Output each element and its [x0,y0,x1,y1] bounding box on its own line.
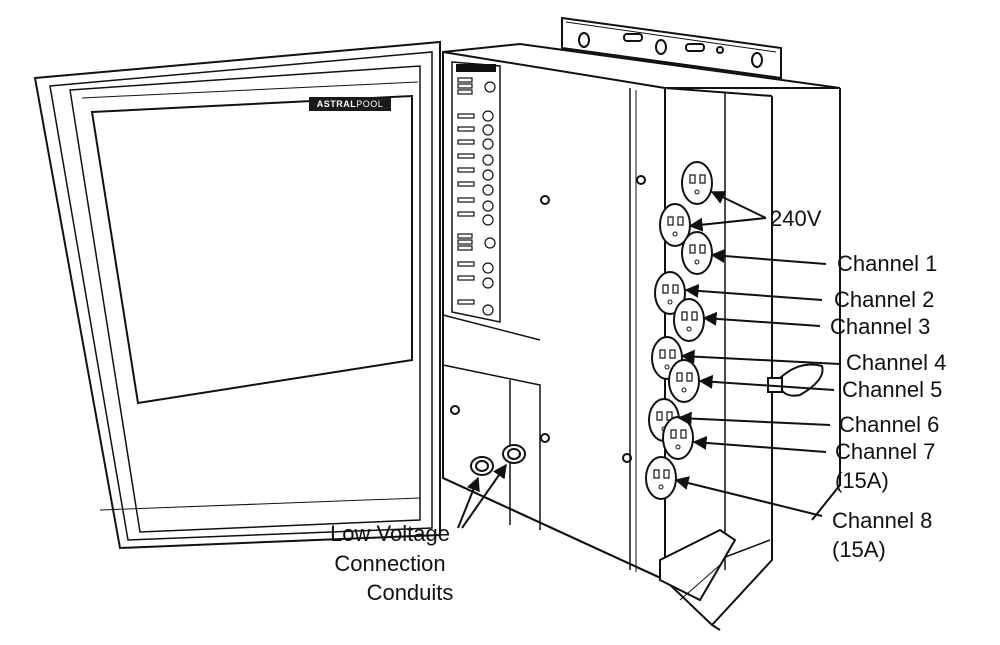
label-conduits-line-1: Low Voltage [330,521,450,546]
label-channel-8-rating: (15A) [832,537,886,562]
outlet-channel-8 [645,456,677,500]
label-240v: 240V [770,206,822,231]
label-channel-7-rating: (15A) [835,468,889,493]
conduits [470,444,526,476]
label-channel-5: Channel 5 [842,377,943,402]
label-channel-7: Channel 7 [835,439,936,464]
outlet-channel-7 [662,416,694,460]
mounting-bracket [561,16,782,80]
outlet-channel-3 [673,298,705,342]
outlet-channel-5 [668,359,700,403]
leader-lines [457,191,841,529]
door [33,40,441,550]
label-channel-3: Channel 3 [830,314,931,339]
side-latch [767,363,824,397]
label-conduits-line-3: Conduits [366,580,454,605]
label-channel-1: Channel 1 [837,251,938,276]
outlets [645,161,713,500]
label-channel-8: Channel 8 [832,508,933,533]
outlet-channel-1 [681,231,713,275]
outlet-240v-a [681,161,713,205]
label-channel-2: Channel 2 [834,287,935,312]
label-channel-6: Channel 6 [839,412,940,437]
label-channel-4: Channel 4 [846,350,947,375]
label-conduits-line-2: Connection [334,551,446,576]
control-strip [451,61,501,323]
enclosure-body [442,42,841,631]
